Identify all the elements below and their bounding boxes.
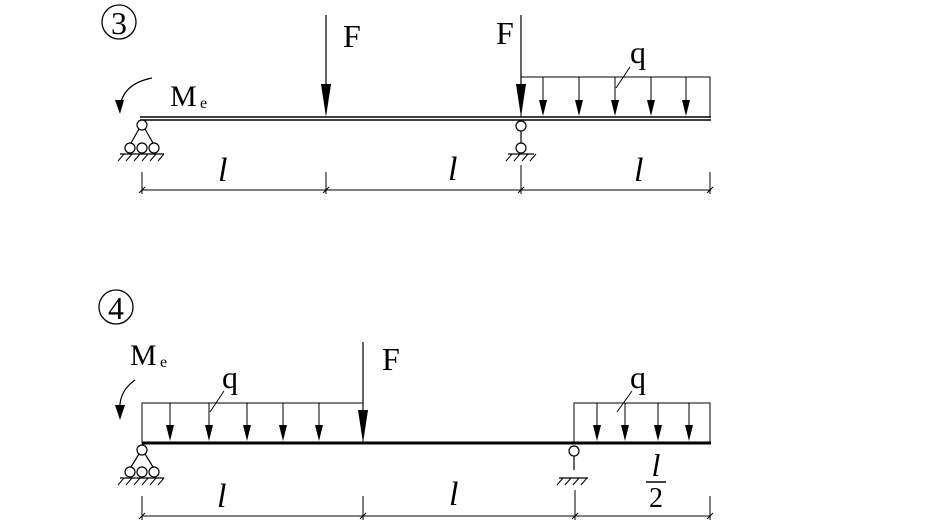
diagram-3-moment-subscript: e — [200, 95, 207, 112]
diagram-3-number: 3 — [101, 4, 137, 41]
diagram-4-dimensions: l l l 2 — [138, 447, 714, 520]
diagram-4-number: 4 — [98, 289, 134, 326]
diagram-3-dimensions: l l l — [138, 151, 714, 194]
diagram-3-force-2-label: F — [496, 15, 514, 51]
diagram-4-distributed-load-1: q — [141, 359, 364, 444]
diagram-4-force-1: F — [358, 341, 400, 443]
diagram-4-load-1-label: q — [222, 359, 238, 395]
diagram-4-moment-subscript: e — [160, 354, 167, 371]
diagram-3-moment-label: M — [170, 80, 197, 113]
diagram-3-force-1-label: F — [343, 18, 361, 54]
diagram-3-load-arrows — [539, 77, 690, 116]
diagram-4-force-1-label: F — [382, 341, 400, 377]
diagram-4-load-2-arrows — [593, 403, 693, 441]
diagram-4-dim-3-numerator: l — [652, 447, 661, 483]
diagram-4-moment: M e — [115, 339, 167, 420]
diagram-4-roller-support — [556, 445, 588, 486]
diagram-4-load-1-arrows — [166, 403, 323, 441]
diagram-4-pin-support — [117, 444, 165, 486]
diagram-4-number-text: 4 — [108, 290, 124, 326]
diagram-3-roller-support — [505, 120, 537, 162]
diagram-4-moment-label: M — [130, 339, 157, 372]
diagram-3-dim-1-label: l — [218, 152, 227, 189]
diagram-3-distributed-load: q — [520, 34, 711, 118]
diagram-3: 3 — [101, 4, 714, 194]
diagram-3-pin-support — [117, 119, 165, 162]
diagram-4-distributed-load-2: q — [573, 359, 711, 444]
diagram-3-moment: M e — [115, 77, 207, 114]
diagram-3-dim-2-label: l — [448, 151, 457, 188]
diagram-4-dim-2-label: l — [449, 476, 458, 513]
diagram-4-dim-3-denominator: 2 — [649, 483, 663, 514]
diagram-3-load-label: q — [630, 34, 646, 70]
diagram-4-dim-1-label: l — [217, 478, 226, 515]
diagram-3-force-1: F — [321, 15, 361, 117]
diagram-4-load-2-label: q — [630, 359, 646, 395]
diagram-3-number-text: 3 — [111, 5, 127, 41]
diagram-3-dim-3-label: l — [634, 152, 643, 189]
diagram-4: 4 — [98, 289, 714, 520]
